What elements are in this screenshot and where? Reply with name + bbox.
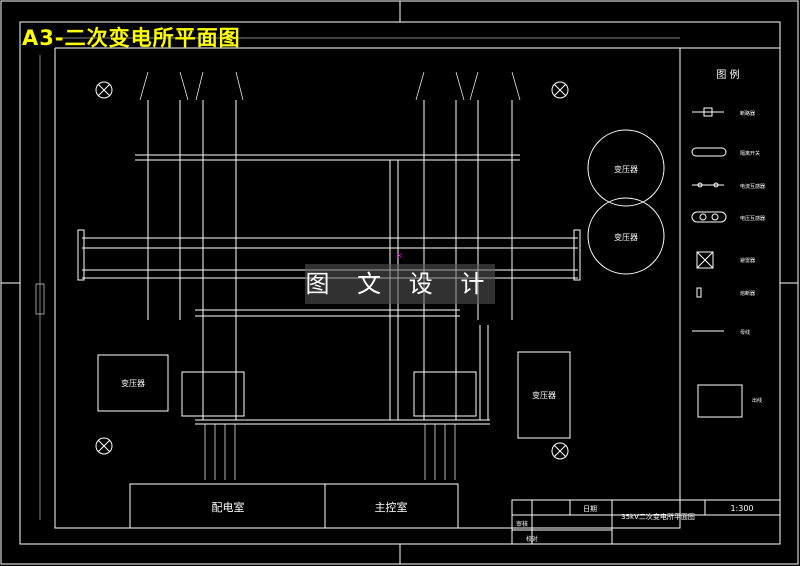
legend-heading: 图 例 <box>716 68 739 81</box>
legend-item: 避雷器 <box>740 257 755 264</box>
legend-item: 母线 <box>740 329 750 336</box>
lighting-mast-bottom-left <box>95 437 113 455</box>
watermark: 图 文 设 计 <box>305 264 495 304</box>
title-block <box>511 499 781 545</box>
transformer-box-left <box>97 354 169 412</box>
title-block-scale: 1:300 <box>730 504 753 513</box>
legend-symbols <box>691 107 743 418</box>
room-block <box>129 483 459 529</box>
bay-equipment-left <box>181 371 245 417</box>
transformer-1-label: 变压器 <box>614 164 638 174</box>
title-block-date-label: 日期 <box>583 505 597 513</box>
page-title: A3-二次变电所平面图 <box>22 26 241 50</box>
title-block-drawing-name: 35kV二次变电所平面图 <box>621 512 695 521</box>
lighting-mast-top-right <box>551 81 569 99</box>
title-block-check-label: 校对 <box>526 535 538 543</box>
bay-column-left-2 <box>202 100 237 420</box>
transformer-box-right <box>517 351 571 439</box>
lighting-mast-top-left <box>95 81 113 99</box>
legend-item: 隔离开关 <box>740 150 760 157</box>
legend-item: 电流互感器 <box>740 183 765 190</box>
bay-column-right-1 <box>423 100 457 420</box>
title-block-review-label: 审核 <box>516 520 528 528</box>
legend-item: 电压互感器 <box>740 215 765 222</box>
legend-item: 熔断器 <box>740 290 755 297</box>
transformer-box-right-label: 变压器 <box>532 390 556 400</box>
transformer-box-left-label: 变压器 <box>121 378 145 388</box>
lighting-mast-bottom-right <box>551 442 569 460</box>
distribution-room-label: 配电室 <box>212 500 245 514</box>
legend-item: 断路器 <box>740 110 755 117</box>
bay-equipment-right <box>413 371 477 417</box>
grid-marker: × <box>396 251 403 260</box>
legend-item: 出线 <box>752 397 762 404</box>
site-boundary <box>54 47 681 529</box>
transformer-2-label: 变压器 <box>614 232 638 242</box>
bay-column-left-1 <box>147 100 181 320</box>
control-room-label: 主控室 <box>375 500 408 514</box>
transformer-2 <box>587 197 665 275</box>
transformer-1 <box>587 129 665 207</box>
